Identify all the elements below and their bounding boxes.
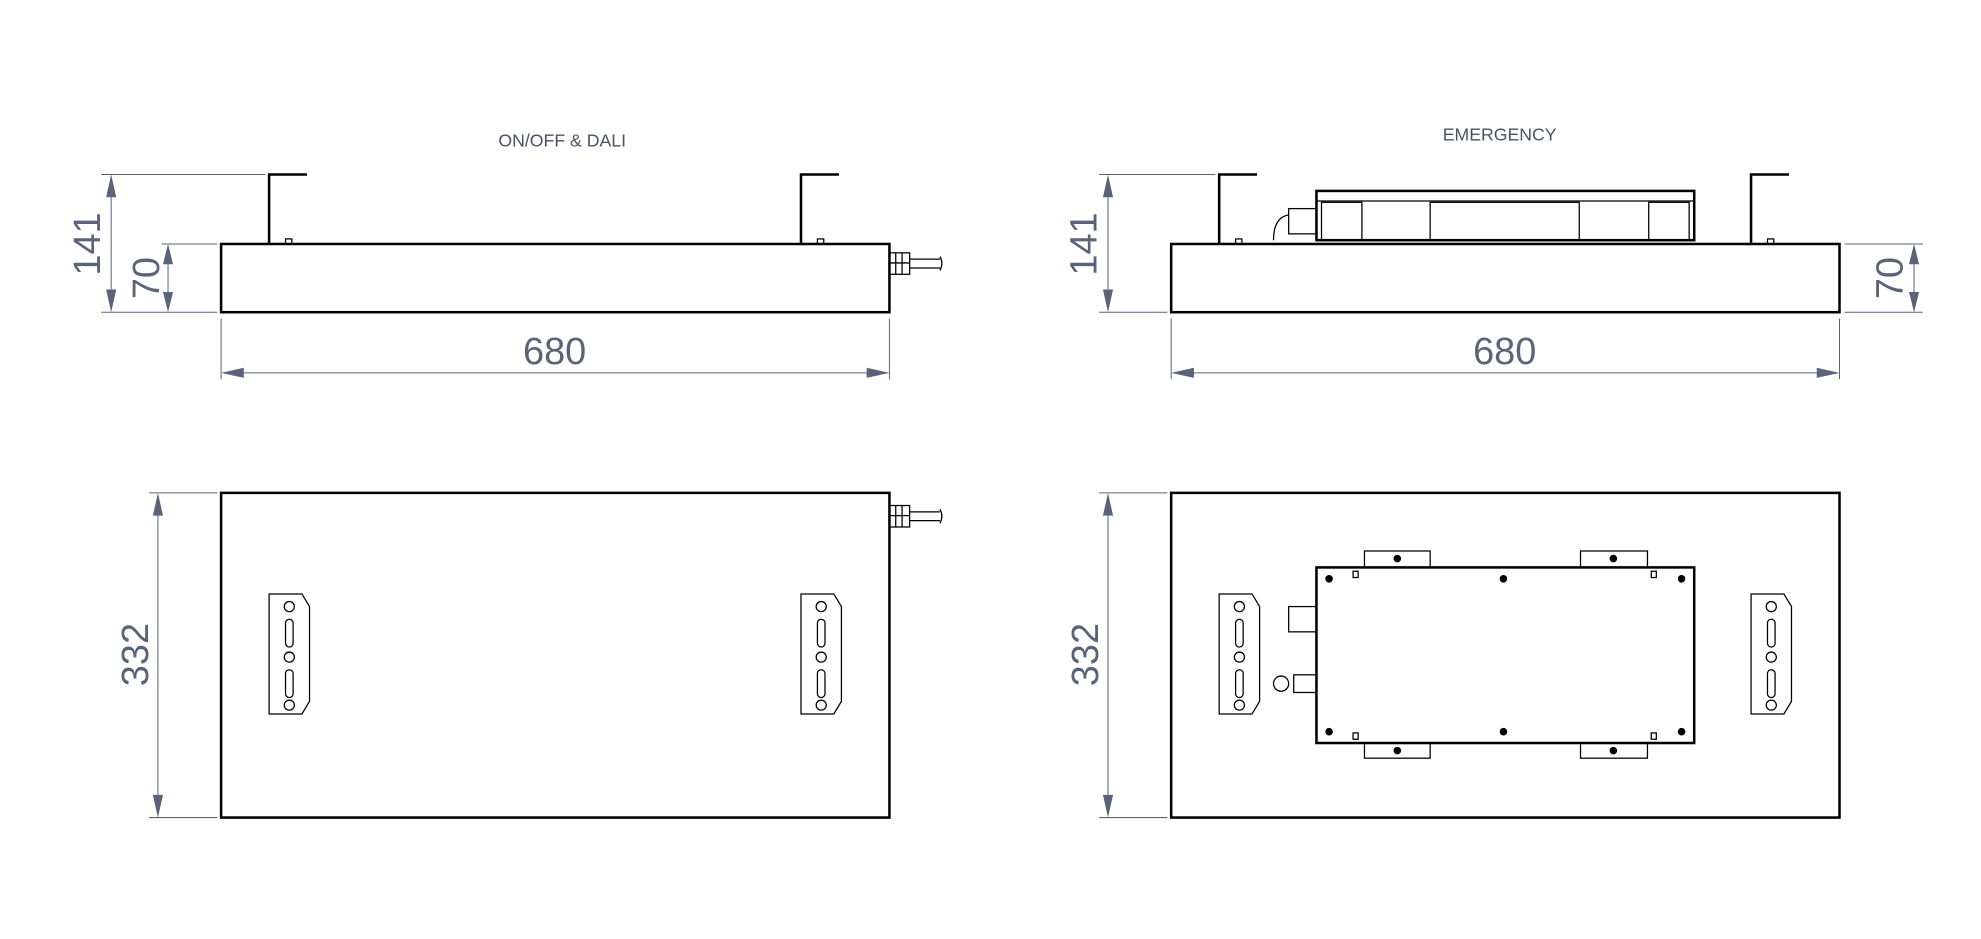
svg-text:70: 70: [1870, 257, 1912, 299]
svg-text:141: 141: [67, 212, 109, 275]
mounting-bracket: [799, 173, 841, 246]
svg-text:680: 680: [1473, 331, 1536, 373]
svg-text:332: 332: [115, 623, 157, 686]
emergency-module: [1272, 550, 1696, 759]
dimension-height-total: 141: [67, 173, 266, 313]
side-view-onoff-dali: ON/OFF & DALI 141 70 680: [67, 131, 943, 380]
luminaire-body: [219, 491, 891, 819]
top-view-emergency: 332: [1065, 491, 1841, 819]
mounting-bracket: [1749, 173, 1791, 246]
dimension-width: 332: [1065, 492, 1168, 819]
dimension-height-total: 141: [1064, 173, 1216, 313]
cable-gland: [888, 504, 943, 528]
mounting-plate: [1750, 593, 1793, 715]
dimension-width: 332: [115, 492, 218, 819]
svg-text:70: 70: [126, 257, 168, 299]
luminaire-body: [1169, 242, 1841, 314]
luminaire-body: [219, 242, 891, 314]
dimension-length: 680: [220, 318, 890, 380]
dimension-length: 680: [1170, 318, 1841, 380]
view-title: ON/OFF & DALI: [498, 131, 626, 151]
dimension-height-body: 70: [1844, 243, 1923, 313]
mounting-bracket: [267, 173, 309, 246]
mounting-plate: [800, 593, 843, 715]
mounting-plate: [1218, 593, 1261, 715]
svg-text:680: 680: [523, 331, 586, 373]
dimension-height-body: 70: [126, 243, 218, 313]
mounting-plate: [268, 593, 311, 715]
mounting-bracket: [1217, 173, 1259, 246]
view-title: EMERGENCY: [1443, 124, 1557, 144]
side-view-emergency: EMERGENCY 141 70 680: [1064, 124, 1923, 380]
emergency-module: [1272, 189, 1696, 242]
svg-text:141: 141: [1064, 212, 1106, 275]
luminaire-body: [1169, 491, 1841, 819]
cable-gland: [888, 252, 943, 275]
top-view-onoff-dali: 332: [115, 491, 943, 819]
svg-text:332: 332: [1065, 623, 1107, 686]
